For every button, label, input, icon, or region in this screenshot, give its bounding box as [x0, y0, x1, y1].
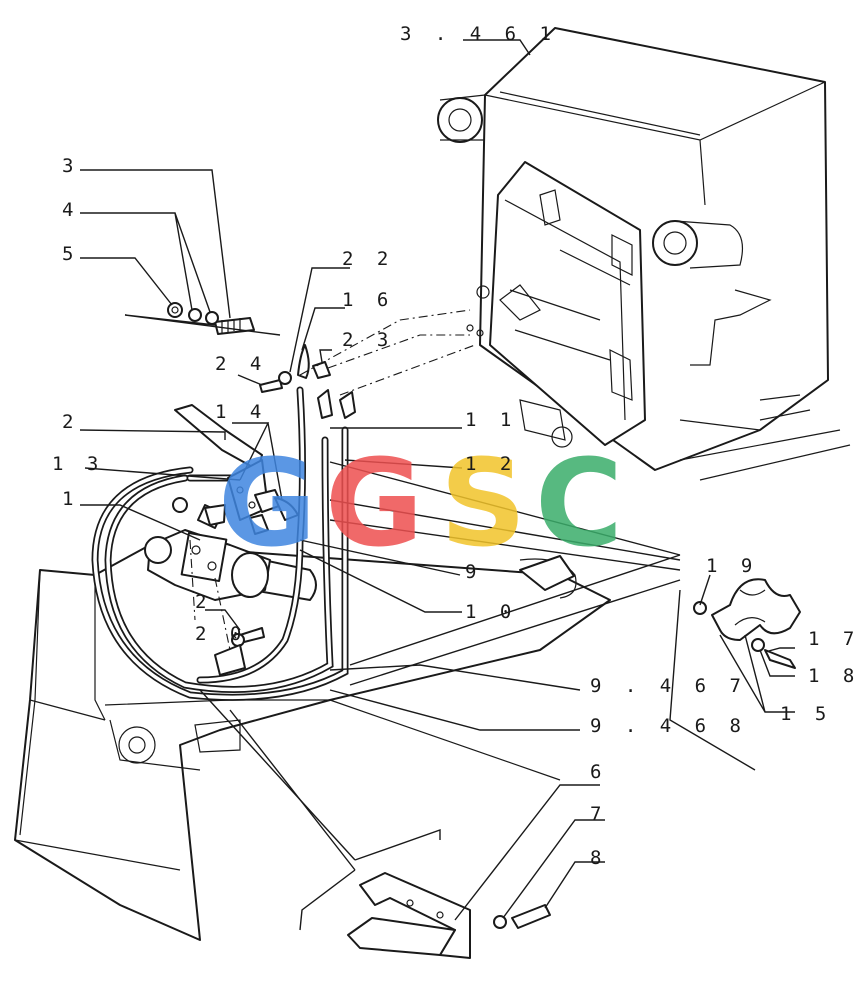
bucket [14, 544, 611, 941]
leader-lines [79, 39, 795, 931]
label-16: 1 6 [342, 289, 394, 311]
label-3-461: 3 . 4 6 1 [400, 23, 557, 45]
loader-frame [437, 27, 851, 481]
label-14: 1 4 [215, 401, 267, 423]
watermark-logo: G G S C [218, 435, 623, 574]
label-3: 3 [62, 155, 79, 177]
label-6: 6 [590, 761, 607, 783]
watermark-letter: S [440, 435, 526, 574]
label-12: 1 2 [465, 453, 517, 475]
label-5: 5 [62, 243, 79, 265]
label-8: 8 [590, 847, 607, 869]
label-24: 2 4 [215, 353, 267, 375]
label-23: 2 3 [342, 329, 394, 351]
label-20: 2 0 [195, 623, 247, 645]
label-1: 1 [62, 488, 79, 510]
label-10: 1 0 [465, 601, 517, 623]
clamp-assembly [693, 578, 801, 669]
label-19: 1 9 [706, 555, 758, 577]
label-9: 9 [465, 561, 482, 583]
label-17: 1 7 [808, 628, 856, 650]
hydraulic-hoses [91, 386, 356, 701]
label-9-467: 9 . 4 6 7 [590, 675, 747, 697]
assembly-lines [189, 309, 476, 651]
watermark-letter: G [218, 435, 317, 574]
label-4: 4 [62, 199, 79, 221]
label-15: 1 5 [780, 703, 832, 725]
label-9-468: 9 . 4 6 8 [590, 715, 747, 737]
part-labels: 3 . 4 6 1 3 4 5 2 2 1 6 2 3 2 4 1 4 2 1 … [52, 23, 856, 869]
label-22: 2 2 [342, 248, 394, 270]
watermark-letter: C [535, 435, 623, 574]
label-7: 7 [590, 803, 607, 825]
label-2-top: 2 [62, 411, 79, 433]
label-18: 1 8 [808, 665, 856, 687]
label-11: 1 1 [465, 409, 517, 431]
step-plate [347, 872, 551, 959]
label-2-bottom: 2 [195, 591, 212, 613]
watermark-letter: G [325, 435, 424, 574]
hose-support [174, 404, 299, 535]
label-13: 1 3 [52, 453, 104, 475]
